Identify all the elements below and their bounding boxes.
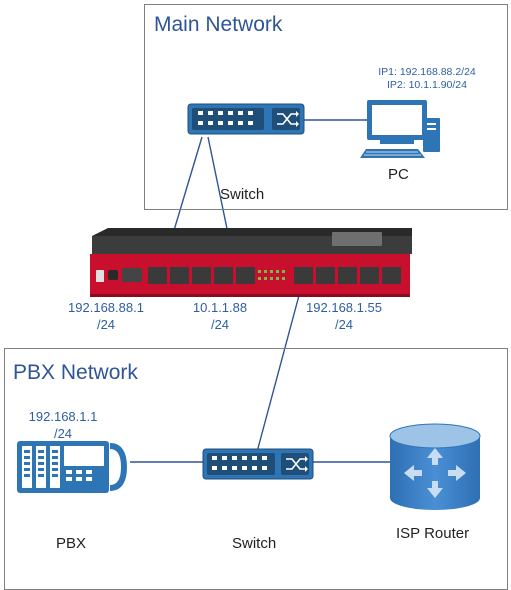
pbx-switch-icon	[202, 448, 314, 480]
router-eth1-ip: 192.168.88.1	[68, 300, 144, 315]
pbx-mask: /24	[53, 426, 73, 441]
pbx-ip-label: 192.168.1.1 /24	[28, 408, 98, 442]
router-device	[90, 228, 412, 297]
pbx-icon	[17, 441, 128, 493]
router-eth1-ip-label: 192.168.88.1 /24	[58, 299, 154, 333]
router-eth1-mask: /24	[96, 317, 116, 332]
router-eth6-ip: 192.168.1.55	[306, 300, 382, 315]
pbx-switch-label: Switch	[232, 535, 277, 552]
pbx-ip: 192.168.1.1	[28, 409, 98, 424]
pbx-label: PBX	[56, 535, 87, 552]
pc-icon	[360, 100, 440, 158]
main-switch-label: Switch	[220, 186, 265, 203]
main-switch-icon	[187, 103, 305, 135]
router-eth5-mask: /24	[210, 317, 230, 332]
link-router-eth6-to-pbx-switch	[256, 287, 302, 453]
router-ports-right	[294, 267, 401, 284]
main-network-title: Main Network	[154, 13, 283, 36]
main-network-box	[144, 4, 508, 210]
pbx-network-title: PBX Network	[13, 361, 138, 384]
router-eth6-mask: /24	[334, 317, 354, 332]
pc-ip2: IP2: 10.1.1.90/24	[387, 79, 467, 91]
pc-ip-labels: IP1: 192.168.88.2/24 IP2: 10.1.1.90/24	[372, 66, 482, 92]
pc-label: PC	[388, 166, 409, 183]
router-ports-left	[148, 267, 255, 284]
router-eth5-ip: 10.1.1.88	[192, 300, 248, 315]
isp-router-label: ISP Router	[396, 525, 470, 542]
router-eth6-ip-label: 192.168.1.55 /24	[298, 299, 390, 333]
pc-ip1: IP1: 192.168.88.2/24	[378, 66, 476, 78]
isp-router-icon	[389, 423, 481, 510]
router-eth5-ip-label: 10.1.1.88 /24	[180, 299, 260, 333]
